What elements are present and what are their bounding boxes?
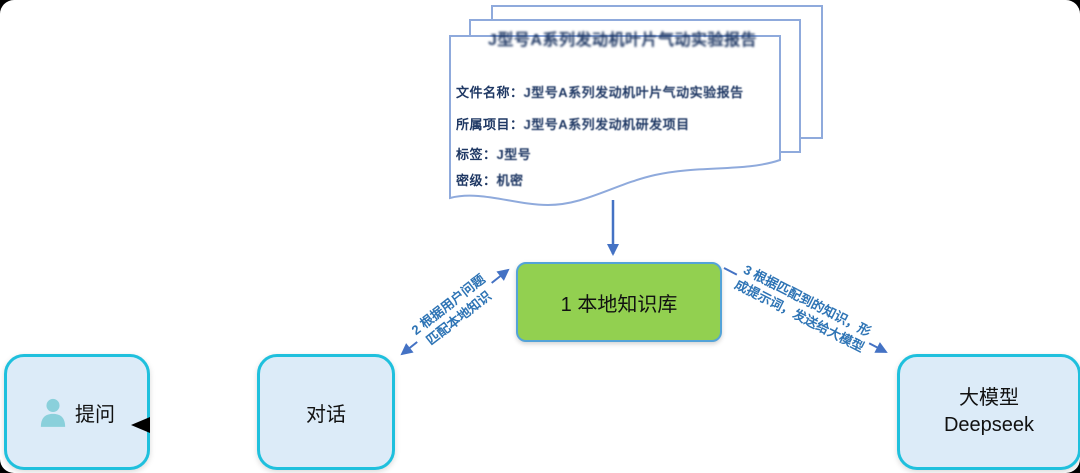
- model-node-label-line2: Deepseek: [943, 414, 1035, 436]
- user-icon: [40, 398, 66, 427]
- doc-field-secrecy: 密级：机密: [456, 170, 524, 189]
- model-node-label-line1: 大模型: [959, 387, 1019, 409]
- knowledge-base-node: 1 本地知识库: [516, 262, 722, 342]
- doc-field-filename: 文件名称：J型号A系列发动机叶片气动实验报告: [456, 82, 744, 101]
- doc-field-project: 所属项目：J型号A系列发动机研发项目: [456, 114, 690, 133]
- doc-field-secrecy-label: 密级：: [456, 173, 497, 188]
- arrow-to-ask-head-icon: [131, 417, 150, 433]
- doc-field-tag-label: 标签：: [456, 147, 497, 162]
- doc-field-project-value: J型号A系列发动机研发项目: [523, 117, 690, 132]
- doc-field-tag: 标签：J型号: [456, 144, 531, 163]
- doc-field-filename-label: 文件名称：: [456, 85, 524, 100]
- document-stack: [449, 5, 823, 207]
- doc-field-secrecy-value: 机密: [496, 173, 524, 188]
- model-node: 大模型 Deepseek: [897, 354, 1080, 470]
- doc-field-project-label: 所属项目：: [456, 117, 524, 132]
- knowledge-base-label: 1 本地知识库: [560, 293, 678, 316]
- chat-node: 对话: [257, 354, 395, 470]
- doc-field-filename-value: J型号A系列发动机叶片气动实验报告: [523, 85, 744, 100]
- document-title: J型号A系列发动机叶片气动实验报告: [488, 32, 757, 49]
- document-page-front: [449, 35, 781, 207]
- ask-node-label: 提问: [75, 403, 115, 426]
- model-node-label: 大模型 Deepseek: [944, 385, 1034, 439]
- ask-node: 提问: [4, 354, 150, 470]
- chat-node-label: 对话: [306, 403, 346, 426]
- doc-field-tag-value: J型号: [496, 147, 532, 162]
